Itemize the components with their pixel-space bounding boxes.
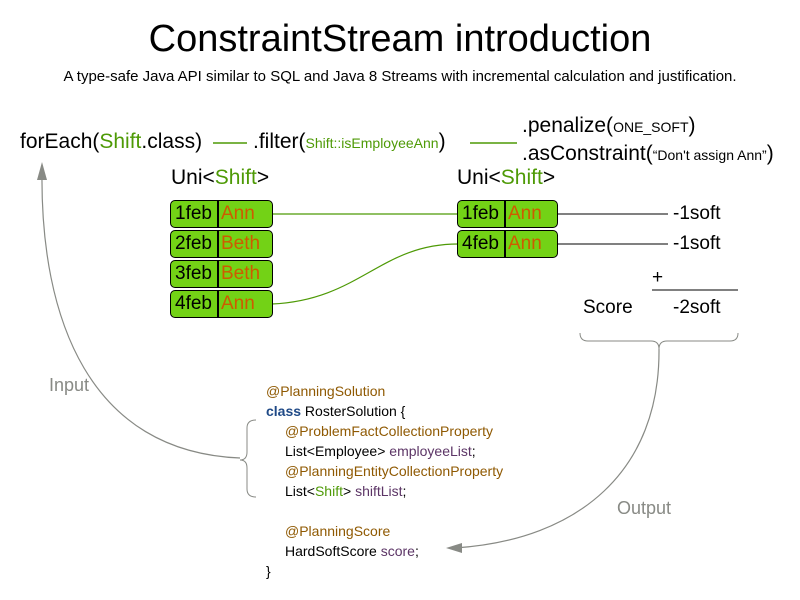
code-line: @PlanningSolution (266, 381, 503, 401)
uni-type: Shift (214, 166, 257, 189)
uni-prefix: Uni< (171, 166, 215, 189)
code-text: List< (285, 483, 315, 499)
foreach-suffix: .class) (141, 130, 203, 153)
code-field: employeeList (389, 443, 472, 459)
output-arrowhead (446, 543, 462, 553)
filter-method: ::isEmployeeAnn (333, 135, 439, 151)
code-line: @ProblemFactCollectionProperty (266, 421, 503, 441)
input-label: Input (49, 375, 90, 395)
uni-type: Shift (500, 166, 543, 189)
code-line: List<Employee> employeeList; (266, 441, 503, 461)
tuple-date: 1feb (462, 203, 499, 224)
left-tuple: 2feb Beth (170, 230, 273, 258)
tuple-employee: Beth (221, 263, 261, 284)
output-arrow (454, 348, 660, 549)
uni-suffix: > (256, 166, 270, 189)
code-line-blank (266, 501, 503, 521)
filter-prefix: .filter( (253, 130, 306, 153)
tuple-employee: Beth (221, 233, 261, 254)
foreach-type: Shift (99, 130, 142, 153)
as-constraint-prefix: .asConstraint( (522, 142, 653, 165)
foreach-call: forEach(Shift.class) (20, 130, 202, 154)
foreach-prefix: forEach( (20, 130, 100, 153)
code-text: ; (414, 543, 419, 559)
code-annotation: @PlanningScore (285, 523, 391, 539)
code-text: ; (402, 483, 407, 499)
code-text: HardSoftScore (285, 543, 381, 559)
input-arrow (41, 169, 241, 459)
penalty-value: -1soft (673, 203, 721, 224)
tuple-date: 4feb (175, 293, 212, 314)
penalize-suffix: ) (688, 114, 696, 137)
tuple-flow-line (271, 243, 459, 305)
code-text: ; (471, 443, 476, 459)
uni-prefix: Uni< (457, 166, 501, 189)
tuple-date: 3feb (175, 263, 212, 284)
left-tuple: 3feb Beth (170, 260, 273, 288)
tuple-employee: Ann (221, 293, 255, 314)
tuple-employee: Ann (221, 203, 255, 224)
penalty-value: -1soft (673, 233, 721, 254)
tuple-divider (217, 290, 219, 317)
tuple-employee: Ann (508, 203, 542, 224)
constraint-name: “Don't assign Ann” (652, 147, 767, 163)
page-subtitle: A type-safe Java API similar to SQL and … (63, 68, 737, 85)
code-annotation: @ProblemFactCollectionProperty (285, 423, 493, 439)
code-annotation: @PlanningSolution (266, 383, 386, 399)
code-field: shiftList (355, 483, 403, 499)
tuple-divider (217, 230, 219, 257)
uni-left-header: Uni<Shift> (171, 166, 269, 190)
code-text: RosterSolution { (301, 403, 406, 419)
page-title: ConstraintStream introduction (148, 18, 652, 60)
uni-suffix: > (542, 166, 556, 189)
score-total: -2soft (673, 297, 721, 318)
as-constraint-call: .asConstraint(“Don't assign Ann”) (522, 142, 774, 166)
uni-right-header: Uni<Shift> (457, 166, 555, 190)
code-line: class RosterSolution { (266, 401, 503, 421)
code-line: @PlanningEntityCollectionProperty (266, 461, 503, 481)
as-constraint-suffix: ) (766, 142, 774, 165)
filter-call: .filter(Shift::isEmployeeAnn) (253, 130, 446, 154)
tuple-divider (504, 200, 506, 227)
code-line: @PlanningScore (266, 521, 503, 541)
code-line: HardSoftScore score; (266, 541, 503, 561)
code-text: List<Employee> (285, 443, 390, 459)
filter-type: Shift (305, 135, 334, 151)
score-label: Score (583, 297, 633, 318)
code-snippet: @PlanningSolution class RosterSolution {… (266, 381, 503, 581)
code-annotation: @PlanningEntityCollectionProperty (285, 463, 504, 479)
tuple-date: 2feb (175, 233, 212, 254)
score-plus-sign: + (652, 267, 664, 288)
right-tuple: 1feb Ann (457, 200, 558, 228)
penalize-call: .penalize(ONE_SOFT) (522, 114, 696, 138)
input-arrowhead (37, 162, 47, 180)
score-brace (579, 332, 739, 350)
penalize-arg: ONE_SOFT (613, 119, 689, 135)
tuple-divider (217, 260, 219, 287)
left-tuple: 4feb Ann (170, 290, 273, 318)
code-keyword: class (266, 403, 302, 419)
penalize-prefix: .penalize( (522, 114, 614, 137)
tuple-divider (217, 200, 219, 227)
code-line: List<Shift> shiftList; (266, 481, 503, 501)
filter-suffix: ) (438, 130, 446, 153)
left-tuple: 1feb Ann (170, 200, 273, 228)
tuple-divider (504, 230, 506, 257)
tuple-date: 4feb (462, 233, 499, 254)
right-tuple: 4feb Ann (457, 230, 558, 258)
code-field: score (380, 543, 415, 559)
tuple-date: 1feb (175, 203, 212, 224)
code-text: } (266, 563, 271, 579)
code-brace (239, 419, 257, 498)
code-line: } (266, 561, 503, 581)
output-label: Output (617, 498, 672, 518)
tuple-employee: Ann (508, 233, 542, 254)
code-text: > (342, 483, 356, 499)
code-type: Shift (314, 483, 343, 499)
